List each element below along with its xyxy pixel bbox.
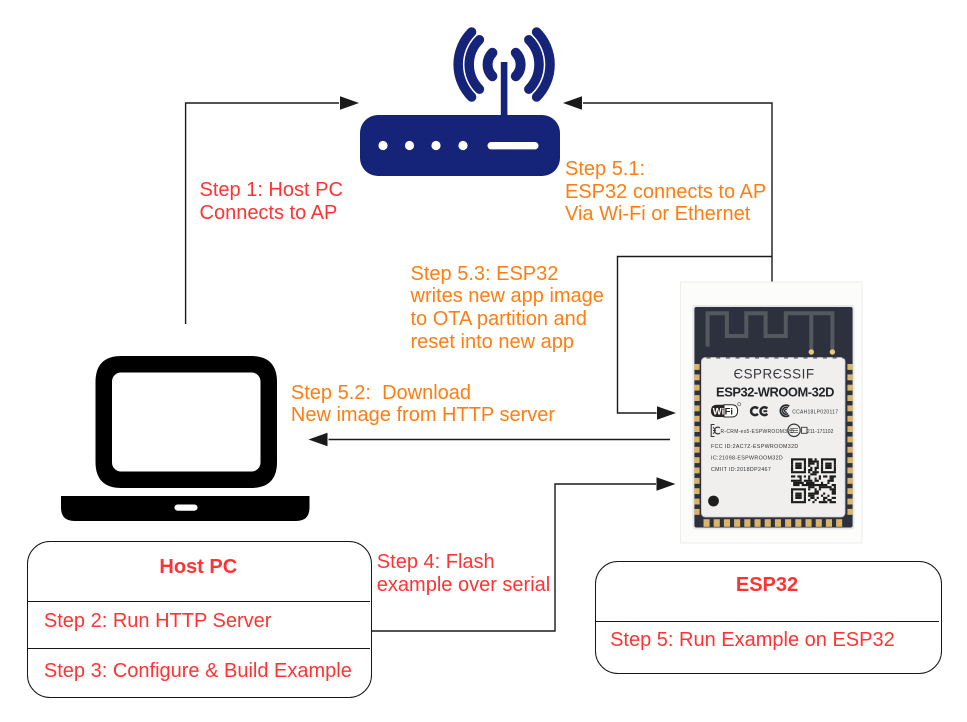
svg-text:Fi: Fi <box>725 406 733 417</box>
svg-text:CCAH18LP020117: CCAH18LP020117 <box>792 409 838 415</box>
svg-text:R-CRM-es5-ESPWROOM32D: R-CRM-es5-ESPWROOM32D <box>721 429 795 435</box>
svg-text:ЄSPRЄSSIF: ЄSPRЄSSIF <box>733 367 814 382</box>
svg-text:IC:21098-ESPWROOM32D: IC:21098-ESPWROOM32D <box>711 456 783 462</box>
svg-text:CMIIT ID:2018DP2467: CMIIT ID:2018DP2467 <box>711 467 771 473</box>
svg-text:ESP32-WROOM-32D: ESP32-WROOM-32D <box>716 385 834 400</box>
svg-text:FCC ID:2AC7Z-ESPWROOM32D: FCC ID:2AC7Z-ESPWROOM32D <box>711 444 799 450</box>
svg-text:211-171102: 211-171102 <box>807 429 834 435</box>
svg-text:Wi: Wi <box>713 406 724 417</box>
